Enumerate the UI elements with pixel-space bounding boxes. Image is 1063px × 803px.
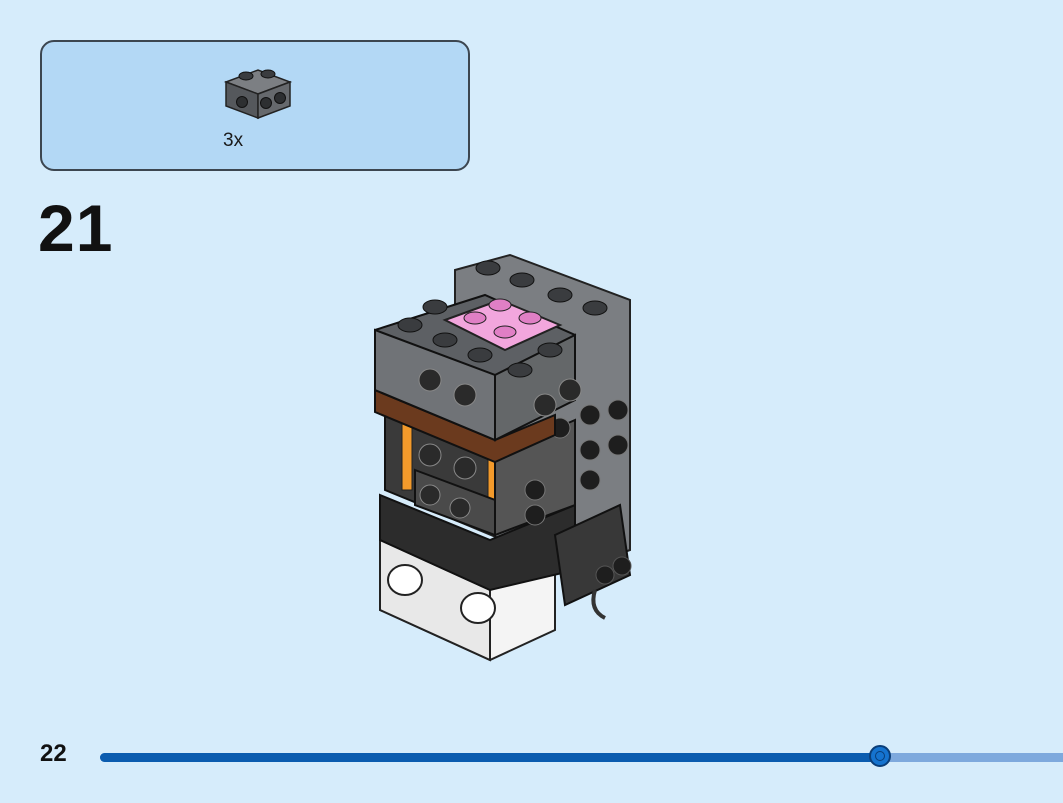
dark-grey-brick-icon [223,69,293,120]
part-quantity: 3x [223,130,244,151]
step-number: 21 [38,191,114,265]
page-number: 22 [40,740,67,767]
progress-fill [100,753,881,762]
progress-knob[interactable] [869,745,892,767]
progress-bar [100,745,1063,767]
parts-list-box: 3x [40,40,470,171]
brick-model-illustration [374,253,632,662]
